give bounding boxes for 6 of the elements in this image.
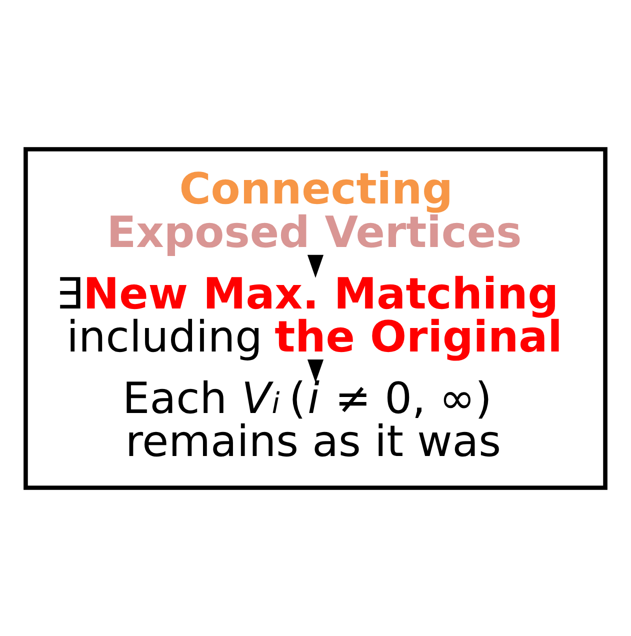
node-text: ∃New Max. Matching including the Original — [56, 268, 562, 362]
arrow — [307, 254, 324, 278]
arrow — [307, 359, 324, 382]
cluster — [24, 146, 608, 490]
node-text: Each Vi (i ≠ 0, ∞) remains as it was — [122, 374, 502, 467]
node-text: Connecting Exposed Vertices — [106, 164, 522, 258]
